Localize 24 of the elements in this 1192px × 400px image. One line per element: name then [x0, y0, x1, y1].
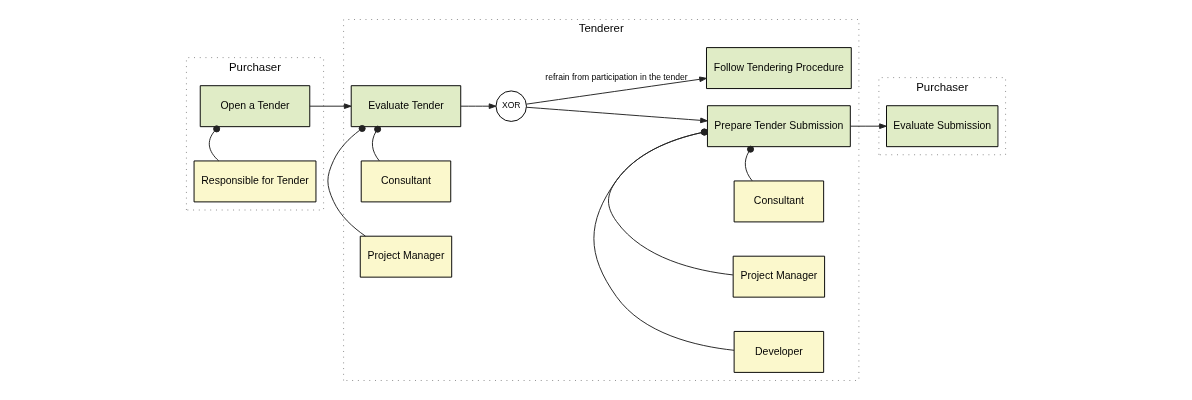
arrow [850, 123, 887, 129]
connector [327, 124, 366, 237]
arrow [309, 103, 352, 109]
node-box: Evaluate Submission [886, 105, 999, 148]
node-box: Developer [733, 330, 825, 373]
node-box: Prepare Tender Submission [706, 105, 851, 148]
node-box: Follow Tendering Procedure [706, 47, 852, 90]
connector [208, 125, 221, 162]
arrow [526, 106, 708, 124]
connector [608, 128, 734, 276]
edge-label: refrain from participation in the tender [545, 71, 688, 82]
node-circle: XOR [495, 90, 527, 122]
node-box: Open a Tender [199, 85, 311, 128]
node-box: Consultant [360, 160, 452, 203]
node-box: Responsible for Tender [193, 160, 317, 203]
connector [593, 128, 735, 351]
arrow [526, 76, 707, 105]
node-box: Consultant [733, 180, 825, 223]
connector [744, 145, 755, 182]
arrow [460, 103, 497, 109]
node-box: Project Manager [732, 255, 826, 298]
node-box: Project Manager [359, 235, 453, 278]
connector [371, 125, 382, 162]
node-box: Evaluate Tender [350, 85, 462, 128]
